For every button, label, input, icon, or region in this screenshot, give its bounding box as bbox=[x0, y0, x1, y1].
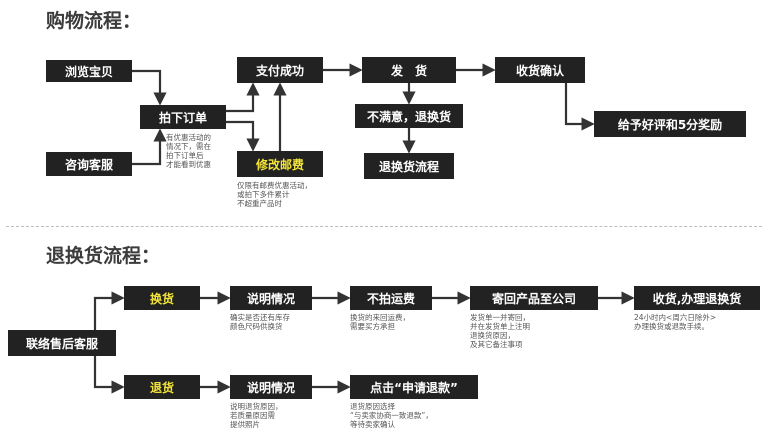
note-send-back: 发货单一并寄回， 并在发货单上注明 退换货原因， 及其它备注事项 bbox=[470, 313, 530, 349]
node-browse: 浏览宝贝 bbox=[46, 60, 132, 82]
section-divider bbox=[6, 226, 762, 227]
shopping-flow-title: 购物流程： bbox=[46, 10, 142, 32]
node-modify-postage: 修改邮费 bbox=[237, 151, 323, 177]
note-postage: 仅限有邮费优惠活动， 或拍下多件累计 不超重产品时 bbox=[237, 181, 312, 208]
node-review: 给予好评和5分奖励 bbox=[594, 111, 746, 137]
node-ship: 发 货 bbox=[362, 57, 456, 83]
arrow-contact-exchange bbox=[93, 291, 125, 330]
arrow-confirm-review bbox=[564, 83, 595, 131]
note-apply-refund: 退货原因选择 “与卖家协商一致退款”， 等待卖家确认 bbox=[350, 402, 433, 429]
node-return-flow: 退换货流程 bbox=[364, 153, 454, 179]
node-apply-refund: 点击“申请退款” bbox=[350, 375, 478, 399]
node-no-shipping: 不拍运费 bbox=[350, 286, 432, 310]
note-receive: 24小时内<周六日除外> 办理换货或退款手续。 bbox=[634, 313, 717, 331]
note-no-shipping: 换货的来回运费， 需要买方承担 bbox=[350, 313, 410, 331]
arrow-order-postage bbox=[226, 120, 260, 152]
note-discount: 有优惠活动的 情况下，需在 拍下订单后 才能看到优惠 bbox=[166, 133, 211, 169]
node-refund: 退货 bbox=[124, 375, 200, 399]
node-consult: 咨询客服 bbox=[46, 152, 132, 176]
node-exchange: 换货 bbox=[124, 286, 200, 310]
node-contact-service: 联络售后客服 bbox=[8, 330, 116, 356]
note-explain-exchange: 确实是否还有库存 颜色尺码供换货 bbox=[230, 313, 290, 331]
node-dissatisfied: 不满意，退换货 bbox=[355, 104, 463, 128]
node-order: 拍下订单 bbox=[140, 105, 226, 129]
node-explain-exchange: 说明情况 bbox=[230, 286, 312, 310]
arrow-contact-refund bbox=[93, 356, 125, 394]
node-explain-refund: 说明情况 bbox=[230, 375, 312, 399]
node-receive: 收货,办理退换货 bbox=[634, 286, 760, 310]
note-explain-refund: 说明退货原因， 若质量原因需 提供照片 bbox=[230, 402, 283, 429]
node-send-back: 寄回产品至公司 bbox=[470, 286, 598, 310]
node-pay: 支付成功 bbox=[237, 57, 323, 83]
arrow-browse-order bbox=[132, 69, 167, 106]
node-confirm: 收货确认 bbox=[495, 57, 585, 83]
return-flow-title: 退换货流程： bbox=[46, 245, 161, 267]
arrow-order-pay bbox=[226, 82, 260, 113]
arrow-consult-order bbox=[132, 128, 167, 166]
